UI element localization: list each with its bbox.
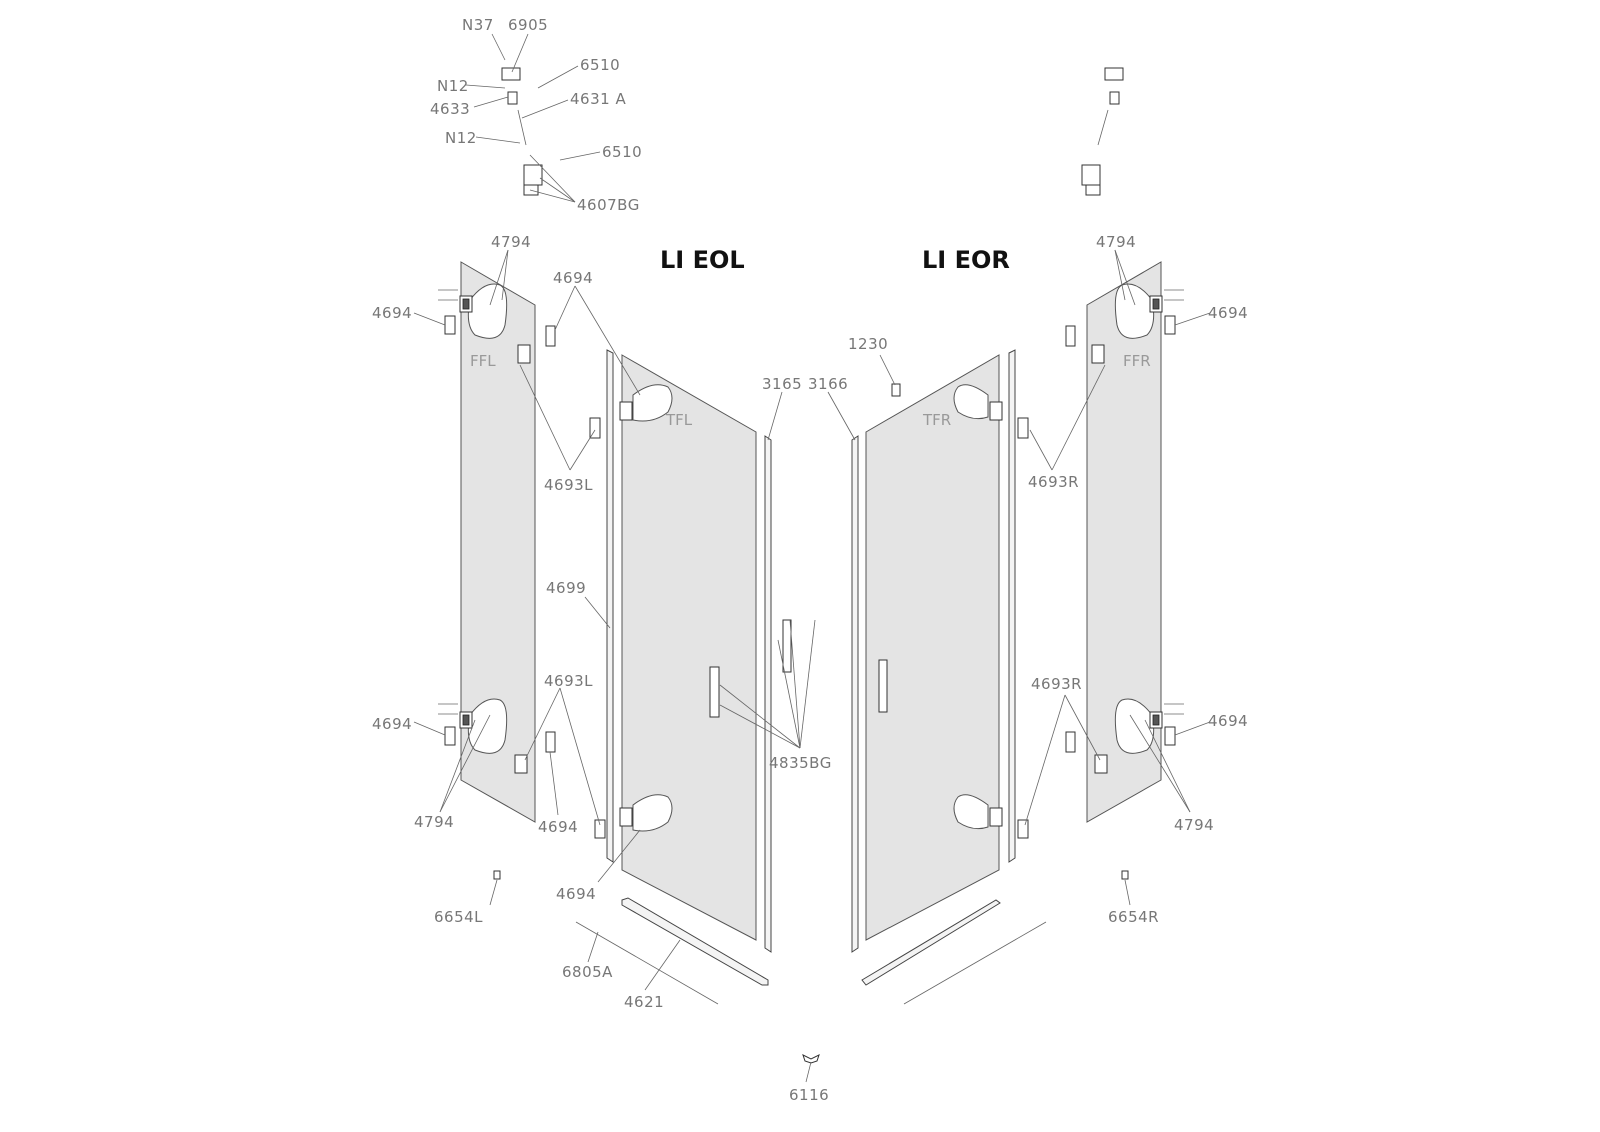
part-label: 4794 <box>1096 233 1136 251</box>
part-label: 6905 <box>508 16 548 34</box>
part-label: 4694 <box>538 818 578 836</box>
part-label: 3165 <box>762 375 802 393</box>
part-label: 4693R <box>1031 675 1082 693</box>
part-label: N12 <box>445 129 477 147</box>
panel-label-ffr: FFR <box>1123 352 1151 370</box>
hinge-parts <box>438 289 1184 839</box>
part-label: 4794 <box>491 233 531 251</box>
part-label: 4693L <box>544 672 593 690</box>
part-label: 4694 <box>556 885 596 903</box>
fixed-panel-right <box>1086 261 1162 823</box>
top-pivot-assembly-right <box>1081 67 1124 196</box>
part-label: N37 <box>462 16 494 34</box>
fixed-panel-left <box>460 261 536 823</box>
title-left-door: LI EOL <box>660 246 745 274</box>
part-label: 4621 <box>624 993 664 1011</box>
door-panel-right <box>865 354 1000 941</box>
hinge-cutouts <box>467 283 1155 832</box>
part-label: 6654L <box>434 908 483 926</box>
part-label: 6805A <box>562 963 613 981</box>
part-label: 4694 <box>1208 712 1248 730</box>
title-right-door: LI EOR <box>922 246 1010 274</box>
part-label: 1230 <box>848 335 888 353</box>
panel-label-tfl: TFL <box>665 411 693 429</box>
top-pivot-assembly-left <box>501 67 543 196</box>
part-label: 4694 <box>1208 304 1248 322</box>
door-panel-left <box>621 354 757 941</box>
part-label: 3166 <box>808 375 848 393</box>
part-label: 4794 <box>414 813 454 831</box>
panel-label-ffl: FFL <box>470 352 496 370</box>
small-parts <box>493 383 1129 1064</box>
part-label: 4693R <box>1028 473 1079 491</box>
part-label: 4835BG <box>769 754 832 772</box>
part-label: 6510 <box>580 56 620 74</box>
part-label: 4794 <box>1174 816 1214 834</box>
part-label: 4633 <box>430 100 470 118</box>
part-label: 4631 A <box>570 90 626 108</box>
part-label: 6116 <box>789 1086 829 1104</box>
part-label: 4699 <box>546 579 586 597</box>
part-label: 4694 <box>553 269 593 287</box>
part-label: 4607BG <box>577 196 640 214</box>
leader-lines <box>413 33 1211 1083</box>
part-label: 4693L <box>544 476 593 494</box>
part-label: 6654R <box>1108 908 1159 926</box>
part-labels: N37 6905 6510 N12 4633 4631 A N12 6510 4… <box>372 16 1248 1104</box>
panel-label-tfr: TFR <box>922 411 951 429</box>
part-label: N12 <box>437 77 469 95</box>
part-label: 4694 <box>372 304 412 322</box>
part-label: 6510 <box>602 143 642 161</box>
profiles <box>575 349 1047 1005</box>
part-label: 4694 <box>372 715 412 733</box>
